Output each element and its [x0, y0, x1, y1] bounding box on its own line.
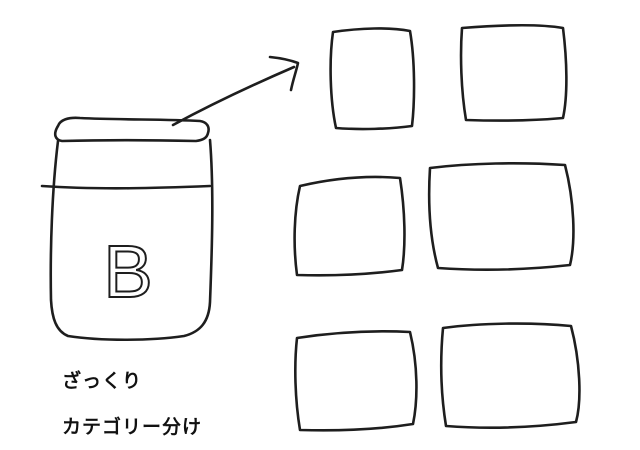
- container-body: [49, 138, 214, 342]
- category-box: [329, 27, 416, 131]
- category-box: [459, 24, 568, 122]
- arrow-head: [268, 55, 300, 92]
- category-box: [293, 175, 406, 277]
- container-band-line: [40, 184, 212, 190]
- category-box: [440, 322, 581, 429]
- caption-categorize: カテゴリー分け: [62, 416, 203, 438]
- category-box: [294, 330, 418, 432]
- container-label: B: [103, 230, 152, 313]
- category-grid: [293, 24, 581, 432]
- arrow: [171, 55, 300, 127]
- caption-rough: ざっくり: [62, 370, 143, 392]
- category-box: [427, 162, 575, 271]
- arrow-shaft: [171, 65, 296, 127]
- storage-container: B: [40, 116, 214, 342]
- container-lid: [53, 116, 210, 143]
